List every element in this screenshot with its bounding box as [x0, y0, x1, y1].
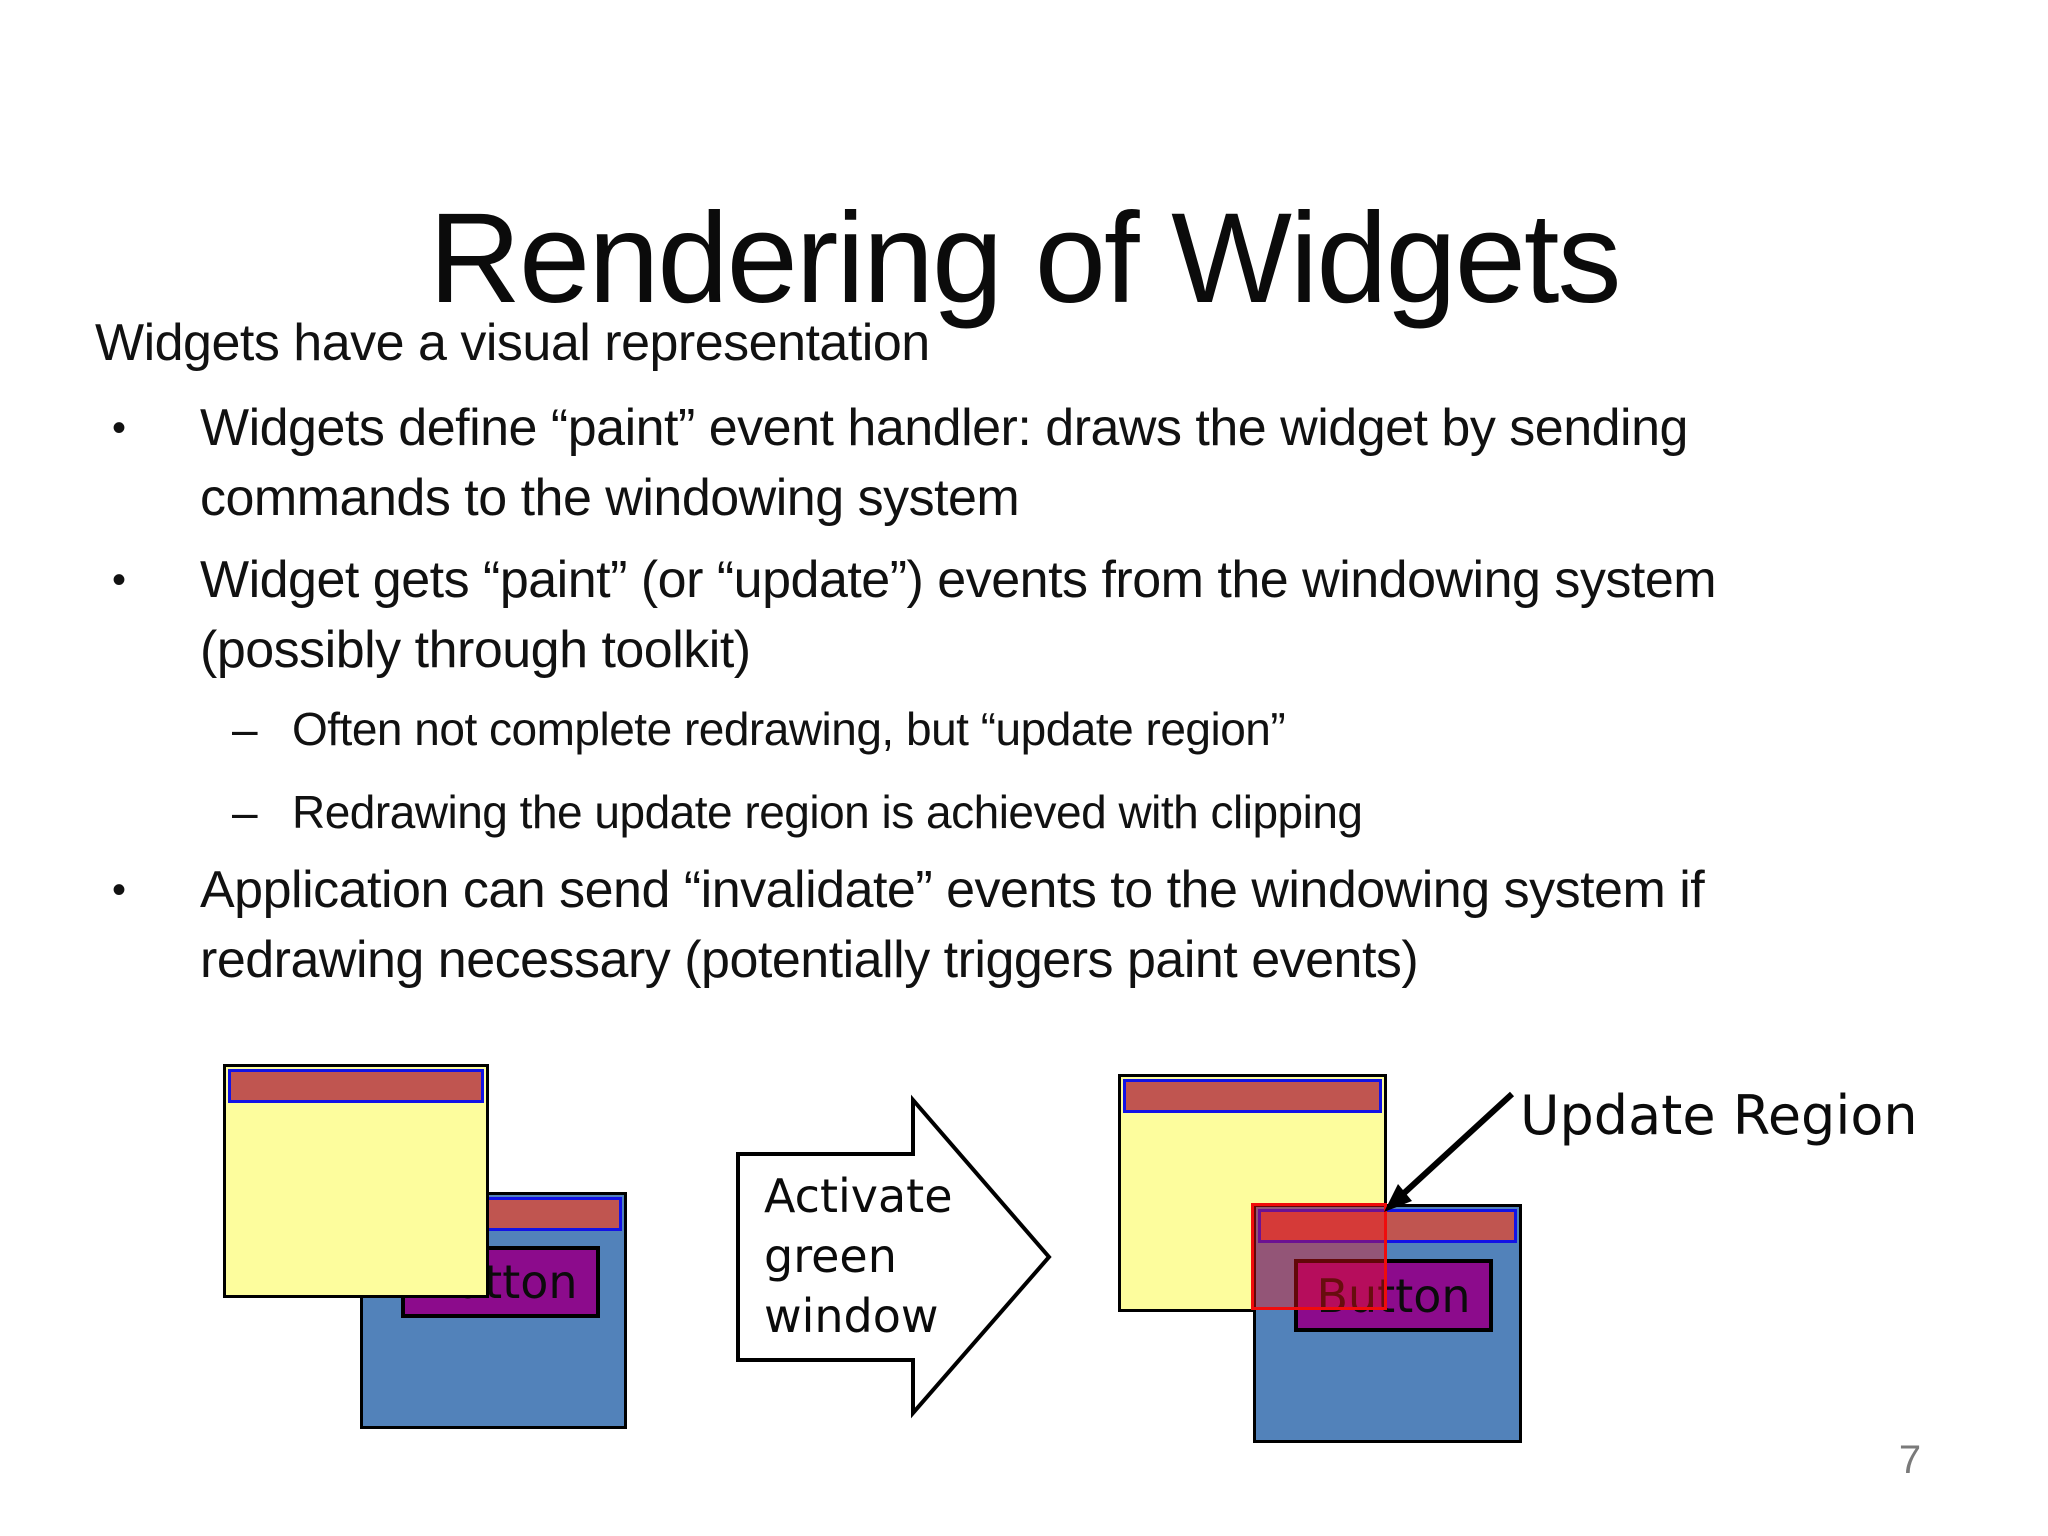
annotation-arrow-icon — [1384, 1091, 1515, 1212]
flow-arrow-label-line: window — [764, 1289, 939, 1343]
button-widget: Button — [1294, 1259, 1493, 1332]
bullet-marker: • — [112, 868, 126, 912]
slide-title: Rendering of Widgets — [428, 186, 1622, 330]
update-region-label: Update Region — [1520, 1084, 1918, 1147]
bullet-text: Widget gets “paint” (or “update”) events… — [200, 545, 1717, 685]
intro-text: Widgets have a visual representation — [95, 314, 930, 372]
bullet-item: • Application can send “invalidate” even… — [112, 855, 1705, 995]
yellow-window-titlebar — [228, 1069, 484, 1103]
bullet-marker: • — [112, 558, 126, 602]
bullet-line: Widget gets “paint” (or “update”) events… — [200, 551, 1717, 609]
flow-arrow-label-line: Activate — [764, 1169, 953, 1223]
flow-arrow-label: Activate green window — [764, 1166, 953, 1346]
bullet-text: Often not complete redrawing, but “updat… — [292, 698, 1286, 760]
bullet-line: redrawing necessary (potentially trigger… — [200, 931, 1419, 989]
sub-bullet-item: – Redrawing the update region is achieve… — [232, 781, 1363, 843]
bullet-text: Application can send “invalidate” events… — [200, 855, 1705, 995]
bullet-line: Often not complete redrawing, but “updat… — [292, 703, 1286, 755]
sub-bullet-item: – Often not complete redrawing, but “upd… — [232, 698, 1286, 760]
bullet-text: Redrawing the update region is achieved … — [292, 781, 1363, 843]
page-number: 7 — [1898, 1438, 1922, 1482]
yellow-window-titlebar — [1123, 1079, 1382, 1113]
flow-arrow-shape — [736, 1094, 1052, 1419]
bullet-item: • Widgets define “paint” event handler: … — [112, 393, 1688, 533]
flow-arrow-label-line: green — [764, 1229, 897, 1283]
bullet-text: Widgets define “paint” event handler: dr… — [200, 393, 1688, 533]
update-region-overlay — [1251, 1203, 1387, 1310]
bullet-line: (possibly through toolkit) — [200, 621, 751, 679]
bullet-line: Redrawing the update region is achieved … — [292, 786, 1363, 838]
bullet-line: commands to the windowing system — [200, 469, 1020, 527]
bullet-marker: • — [112, 406, 126, 450]
bullet-item: • Widget gets “paint” (or “update”) even… — [112, 545, 1717, 685]
dash-marker: – — [232, 703, 258, 755]
button-label: Button — [1316, 1268, 1471, 1323]
bullet-line: Widgets define “paint” event handler: dr… — [200, 399, 1688, 457]
dash-marker: – — [232, 786, 258, 838]
yellow-window-before — [223, 1064, 489, 1298]
bullet-line: Application can send “invalidate” events… — [200, 861, 1705, 919]
